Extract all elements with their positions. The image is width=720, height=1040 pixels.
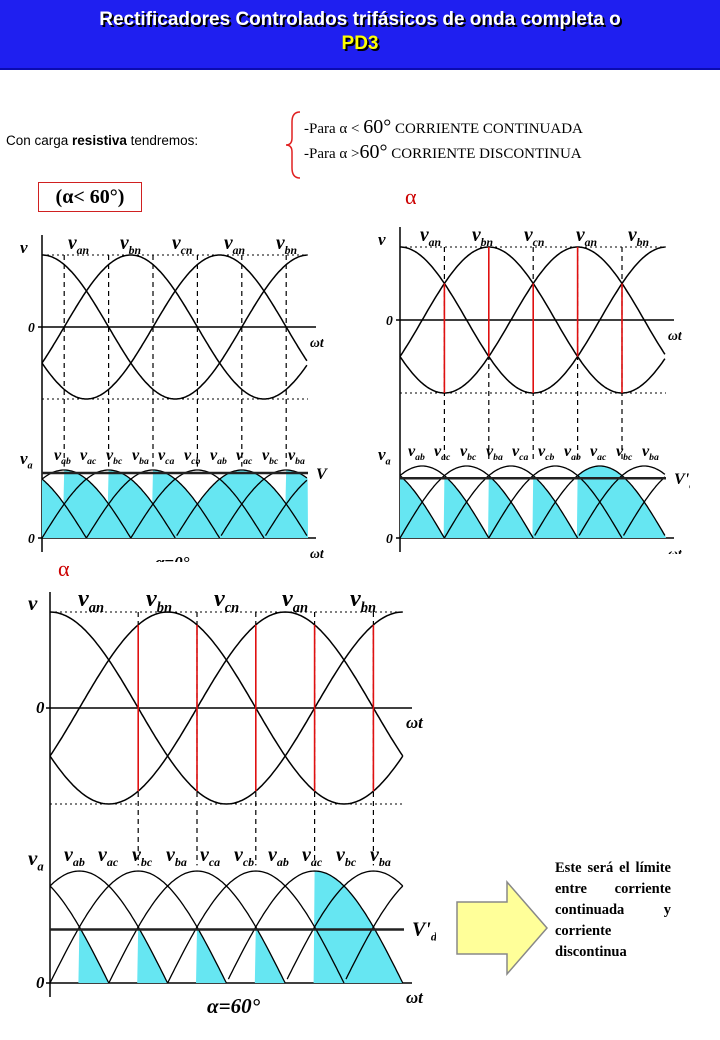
brace-icon [285,111,301,179]
line-voltage-label: vab [268,844,289,869]
y-label-top: v [378,230,386,249]
line-voltage-label: vcb [234,844,254,869]
zero-label-top: 0 [28,320,35,335]
intro-bold: resistiva [72,133,127,148]
alpha-marker-60: α [58,556,70,581]
rectified-output-area [42,470,308,538]
line-voltage-label: vab [210,447,227,467]
alpha-value-label: α=30° [513,553,556,554]
alpha-value-label: α=60° [207,994,261,1018]
phase-label: vbn [120,233,141,257]
line-voltage-curve-4 [130,469,265,539]
phase-label: vbn [276,233,297,257]
phase-voltage-curve-2 [41,254,308,400]
x-label-top: ωt [310,335,325,350]
zero-label-bottom: 0 [36,973,45,992]
page-title: Rectificadores Controlados trifásicos de… [99,9,621,30]
x-label-bottom: ωt [668,546,683,554]
phase-label: vbn [628,225,649,249]
line-voltage-curve-5 [227,870,404,984]
y-label-bottom: va [378,445,391,467]
phase-label: vbn [146,585,172,616]
zero-label-bottom: 0 [28,531,35,546]
line-voltage-label: vac [98,844,119,869]
line-voltage-label: vba [288,447,305,467]
phase-label: van [420,225,441,249]
line-voltage-label: vab [64,844,85,869]
rectified-output-area [50,871,404,983]
title-banner: Rectificadores Controlados trifásicos de… [0,0,720,70]
phase-label: van [576,225,597,249]
line-voltage-label: vbc [616,443,633,463]
line-voltage-label: vba [132,447,149,467]
vdc-label: V'dc [412,918,436,943]
line-voltage-label: vab [408,443,425,463]
line-voltage-label: vcb [184,447,200,467]
condition-continuous: -Para α < 60° CORRIENTE CONTINUADA [304,116,583,138]
alpha-marker-30: α [405,184,417,209]
x-label-bottom: ωt [310,546,325,561]
intro-suffix: tendremos: [126,133,199,148]
line-voltage-label: vba [642,443,659,463]
x-label-top: ωt [406,713,424,732]
line-voltage-label: vca [200,844,220,869]
line-voltage-label: vba [486,443,503,463]
x-label-bottom: ωt [406,988,424,1007]
line-voltage-curve-5 [176,469,308,536]
phase-label: vcn [214,585,239,616]
phase-voltage-curve-1 [41,254,308,400]
phase-label: vbn [350,585,376,616]
line-voltage-label: vbc [262,447,279,467]
phase-label: vcn [172,233,192,257]
line-voltage-label: vac [236,447,253,467]
y-label-top: v [28,591,38,615]
page-subtitle: PD3 [341,33,379,54]
phase-label: vbn [472,225,493,249]
y-label-bottom: va [20,449,33,471]
intro-prefix: Con carga [6,133,73,148]
line-voltage-label: vbc [336,844,357,869]
limit-note: Este será el límite entre corriente cont… [555,860,671,960]
line-voltage-label: vac [590,443,607,463]
line-voltage-label: vba [166,844,187,869]
phase-label: van [78,585,104,616]
vdc-label: V'dc [316,466,328,486]
line-voltage-label: vac [434,443,451,463]
phase-label: vcn [524,225,544,249]
x-label-top: ωt [668,328,683,343]
arrow-right-icon [456,880,548,976]
line-voltage-label: vbc [132,844,153,869]
line-voltage-label: vbc [106,447,123,467]
line-voltage-curve-4 [167,870,345,984]
line-voltage-label: vab [54,447,71,467]
line-voltage-curve-5 [534,465,666,536]
phase-label: van [224,233,245,257]
line-voltage-label: vac [302,844,323,869]
intro-text: Con carga resistiva tendremos: [6,133,198,148]
rectified-output-area [400,466,666,538]
line-voltage-curve-4 [488,465,623,539]
line-voltage-label: vca [158,447,174,467]
line-voltage-label: vcb [538,443,554,463]
phase-label: van [68,233,89,257]
zero-label-top: 0 [36,698,45,717]
y-label-top: v [20,238,28,257]
line-voltage-label: vab [564,443,581,463]
condition-discontinuous: -Para α >60° CORRIENTE DISCONTINUA [304,141,582,163]
alpha-less-60-box: (α< 60°) [38,182,142,212]
alpha-value-label: α=0° [155,553,190,562]
line-voltage-label: vac [80,447,97,467]
zero-label-bottom: 0 [386,531,393,546]
phase-voltage-curve-2 [49,611,404,805]
zero-label-top: 0 [386,313,393,328]
y-label-bottom: va [28,846,44,873]
line-voltage-label: vbc [460,443,477,463]
vdc-label: V'dc [674,471,690,491]
line-voltage-label: vba [370,844,391,869]
line-voltage-label: vca [512,443,528,463]
phase-label: van [282,585,308,616]
